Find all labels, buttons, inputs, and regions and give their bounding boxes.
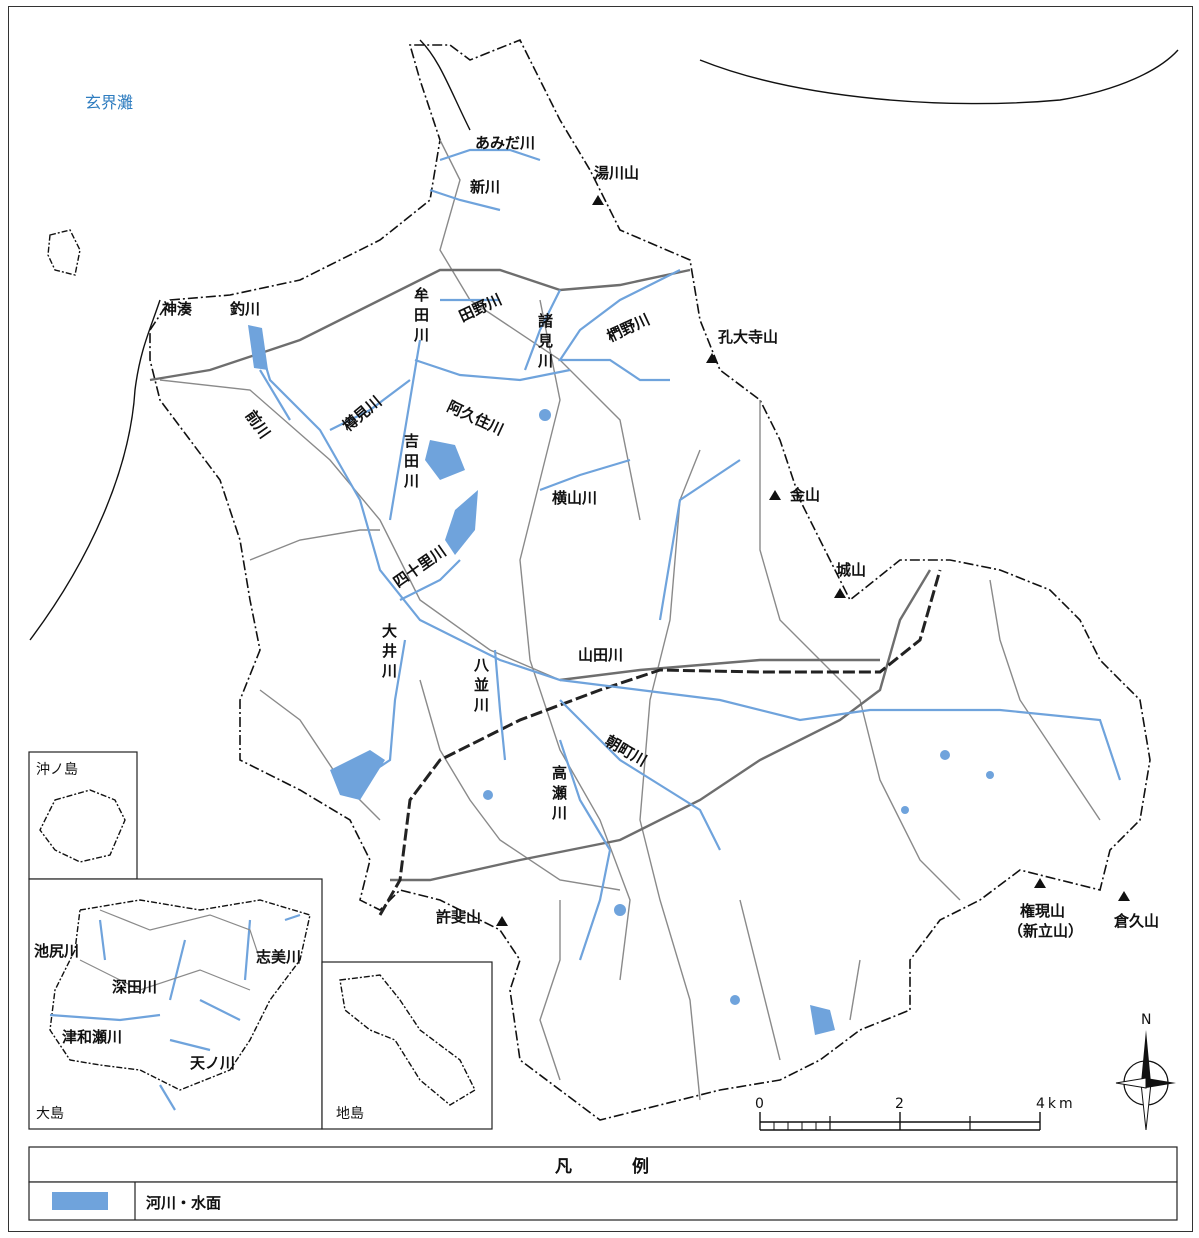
river-label-fukagu: 深田川: [112, 978, 157, 996]
mountain-icon-kodaiji: [706, 353, 718, 363]
river-shin: [429, 188, 501, 212]
river-label-akuzumi: 阿久住川: [444, 397, 506, 439]
river-muta: [388, 339, 422, 521]
jinoshima-outline: [339, 974, 476, 1106]
legend-river-swatch: [52, 1192, 108, 1210]
river-label-tsuwase: 津和瀬川: [62, 1028, 122, 1046]
river-akuzumi: [414, 358, 571, 382]
river-label-moro-3: 川: [537, 352, 553, 370]
coastline: [29, 39, 1179, 641]
sea-label: 玄界灘: [85, 93, 133, 112]
inset-label-oshima: 大島: [36, 1106, 64, 1122]
mountains: [496, 195, 1130, 926]
river-label-yoshida-1: 吉: [404, 432, 419, 450]
scale-label-4km: 4km: [1036, 1096, 1076, 1112]
river-label-moro-1: 諸: [538, 312, 553, 330]
river-label-shijuuri: 四十里川: [390, 542, 449, 591]
river-label-yoshida-3: 川: [403, 472, 419, 490]
mountain-icon-kuraku: [1118, 891, 1130, 901]
river-asamachi: [559, 699, 721, 851]
inset-label-jinoshima: 地島: [336, 1106, 364, 1122]
legend-header: [28, 1146, 1178, 1183]
inset-okinoshima: [28, 751, 138, 880]
mountain-label-gongen-sub: （新立山）: [1008, 922, 1083, 940]
river-label-tano: 田野川: [456, 290, 504, 325]
mountain-icon-gongen: [1034, 878, 1046, 888]
river-label-yokoyama: 横山川: [552, 489, 597, 507]
inset-oshima: [28, 878, 323, 1130]
river-label-moro-2: 見: [537, 332, 553, 350]
river-label-yoshida-2: 田: [404, 452, 419, 470]
place-label-kamiminato: 神湊: [162, 300, 193, 318]
mountain-icon-jo: [834, 588, 846, 598]
oshima-outline: [49, 899, 311, 1091]
mountain-label-kane: 金山: [789, 486, 820, 504]
river-amida: [439, 148, 541, 162]
river-label-yana-2: 並: [474, 676, 489, 694]
railway: [378, 569, 942, 916]
map-frame: [8, 6, 1193, 1232]
river-tsuri: [253, 329, 1122, 781]
river-label-oi-2: 井: [382, 642, 397, 660]
city-boundary: [149, 38, 1151, 1121]
river-label-shin: 新川: [470, 178, 500, 196]
river-label-muta-3: 川: [413, 326, 429, 344]
river-yokoyama: [539, 458, 631, 492]
north-arrow-icon: [1115, 1030, 1176, 1131]
legend-body: [28, 1181, 1178, 1221]
scale-label-0: 0: [755, 1096, 764, 1112]
river-label-yamada: 山田川: [578, 646, 623, 664]
river-label-oi-1: 大: [382, 622, 397, 640]
river-yana: [493, 649, 507, 761]
river-label-yana-3: 川: [473, 696, 489, 714]
oshima-rivers: [49, 913, 301, 1111]
mountain-label-yugawa: 湯川山: [594, 164, 639, 182]
river-tarumi: [329, 379, 411, 431]
river-label-oi-3: 川: [381, 662, 397, 680]
small-island: [47, 229, 81, 276]
river-takase: [558, 739, 612, 961]
river-label-ikejiri: 池尻川: [34, 942, 79, 960]
mountain-label-kodaiji: 孔大寺山: [718, 328, 778, 346]
river-mukuno: [557, 269, 681, 382]
inset-label-okinoshima: 沖ノ島: [36, 762, 78, 778]
river-label-takase-1: 高: [552, 764, 567, 782]
scale-bar: [759, 1112, 1041, 1131]
river-moro: [523, 289, 561, 371]
river-label-yana-1: 八: [473, 656, 490, 674]
mountain-label-gongen: 権現山: [1020, 902, 1065, 920]
roads: [159, 139, 1101, 1101]
mountain-icon-yugawa: [592, 195, 604, 205]
okinoshima-outline: [39, 789, 126, 863]
river-label-muta-2: 田: [414, 306, 429, 324]
river-label-takase-3: 川: [551, 804, 567, 822]
mountain-label-kuraku: 倉久山: [1113, 912, 1159, 930]
river-label-takase-2: 瀬: [552, 784, 567, 802]
river-label-shimi: 志美川: [256, 948, 301, 966]
highways: [149, 268, 932, 882]
mountain-icon-kane: [769, 490, 781, 500]
river-label-tarumi: 樽見川: [339, 392, 385, 435]
legend-river-label: 河川・水面: [146, 1194, 221, 1212]
water-bodies: [248, 325, 994, 1035]
river-mae: [259, 369, 291, 421]
river-label-amida: あみだ川: [475, 134, 535, 152]
oshima-roads: [79, 909, 261, 991]
legend-title: 凡例: [555, 1156, 709, 1177]
river-label-muta-1: 牟: [414, 286, 429, 304]
scale-label-2: 2: [895, 1096, 904, 1112]
inset-jinoshima: [321, 961, 493, 1130]
north-label: N: [1141, 1012, 1151, 1028]
river-shijuuri: [399, 559, 461, 601]
mountain-icon-kehi: [496, 916, 508, 926]
river-label-mae: 前川: [242, 407, 274, 442]
river-label-mukuno: 椚野川: [604, 310, 652, 345]
river-label-amano: 天ノ川: [190, 1054, 235, 1072]
mountain-label-kehi: 許斐山: [436, 908, 481, 926]
mountain-label-jo: 城山: [836, 561, 866, 579]
river-label-tsuri: 釣川: [230, 300, 260, 318]
